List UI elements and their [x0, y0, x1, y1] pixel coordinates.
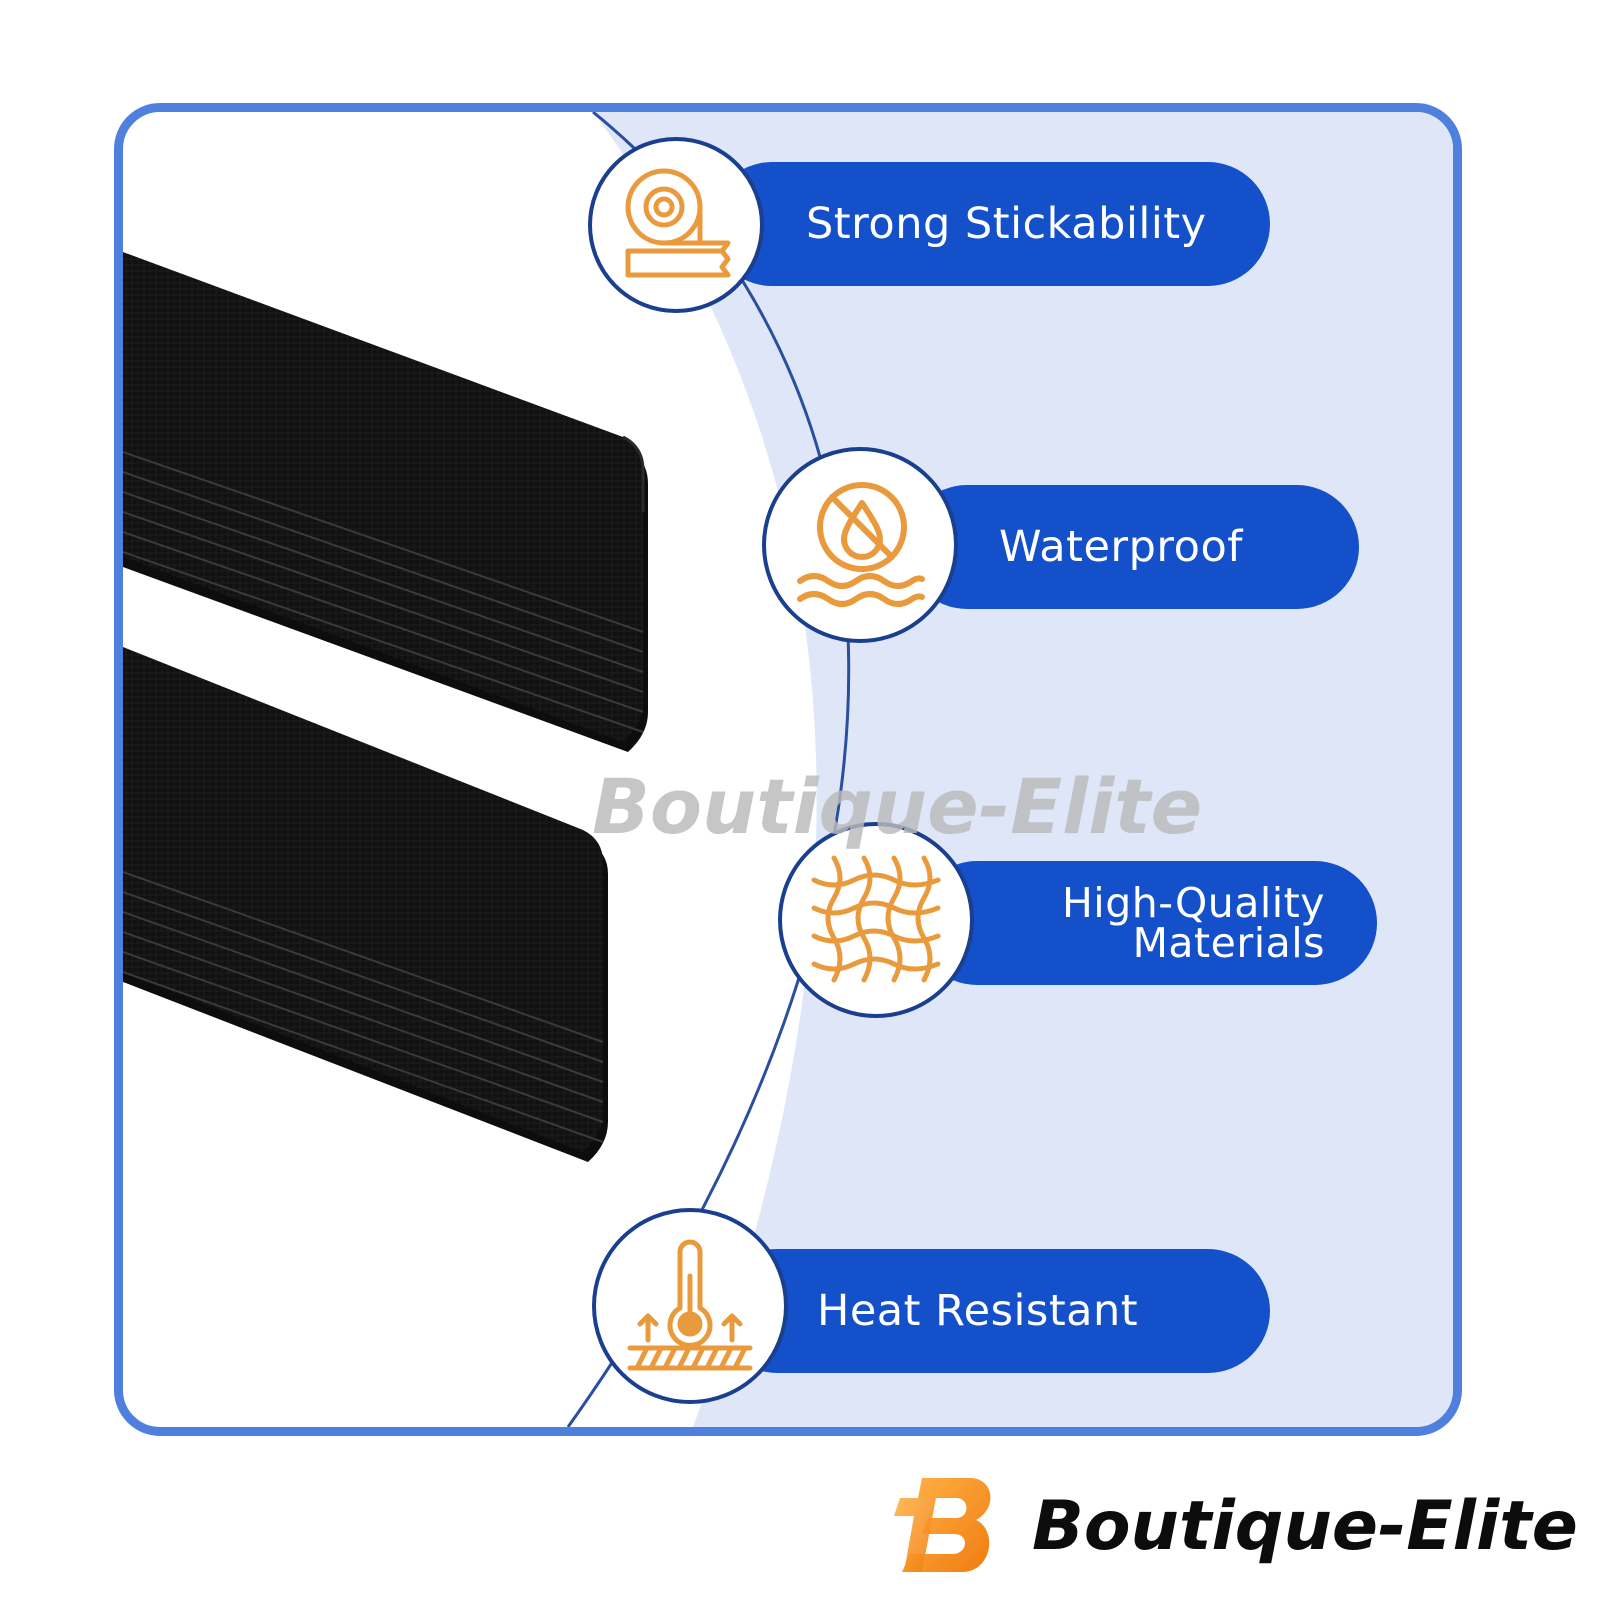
- brand: Boutique-Elite: [892, 1472, 1578, 1580]
- feature-pill-heat-resistant: Heat Resistant: [715, 1249, 1270, 1373]
- watermark: Boutique-Elite: [592, 762, 1203, 851]
- feature-label-line2: Materials: [1132, 919, 1325, 967]
- feature-label-line1: High-Quality: [1061, 879, 1325, 927]
- feature-label: Waterproof: [999, 522, 1243, 572]
- feature-label: Heat Resistant: [817, 1286, 1139, 1336]
- feature-pill-high-quality-materials: High-Quality Materials: [915, 861, 1377, 985]
- feature-badge-heat-resistant: [592, 1208, 788, 1404]
- feature-pill-waterproof: Waterproof: [905, 485, 1359, 609]
- feature-badge-strong-stickability: [588, 137, 764, 313]
- background-art: [123, 112, 1453, 1427]
- woven-fabric-icon: [811, 855, 941, 983]
- feature-badge-high-quality-materials: [778, 822, 974, 1018]
- tape-roll-icon: [625, 168, 731, 278]
- brand-logo: [894, 1478, 991, 1572]
- waterproof-icon: [797, 482, 925, 607]
- thermometer-heat-icon: [627, 1239, 753, 1371]
- product-strips-lower: [123, 647, 608, 1162]
- brand-name: Boutique-Elite: [1032, 1486, 1578, 1566]
- product-strips-upper: [123, 252, 648, 752]
- feature-pill-strong-stickability: Strong Stickability: [710, 162, 1270, 286]
- feature-panel: [593, 112, 1453, 1427]
- feature-label: Strong Stickability: [806, 199, 1207, 249]
- feature-badge-waterproof: [762, 447, 958, 643]
- feature-card: [114, 103, 1462, 1436]
